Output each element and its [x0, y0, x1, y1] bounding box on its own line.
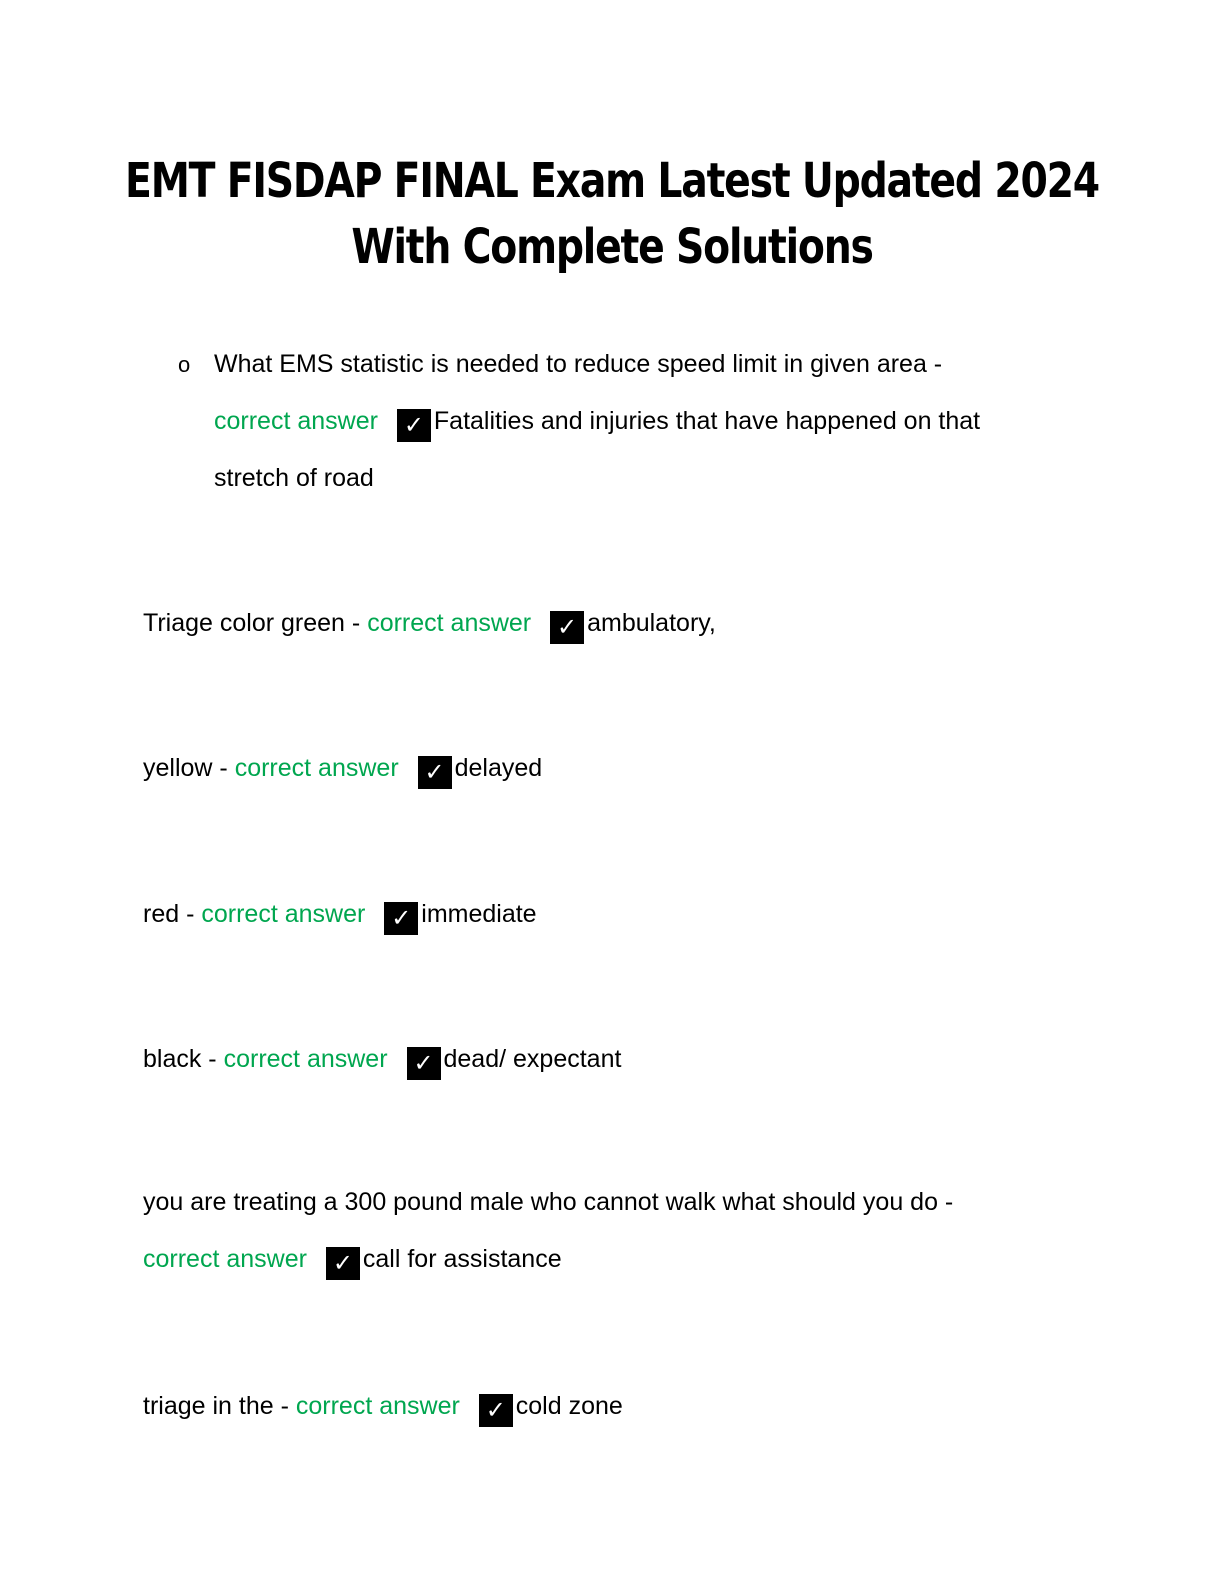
answer-text: immediate	[421, 900, 537, 928]
answer-label: correct answer	[214, 407, 378, 435]
checkmark-icon: ✓	[478, 1394, 513, 1427]
qa-item-7: triage in the - correct answer ✓cold zon…	[143, 1378, 623, 1435]
checkmark-icon: ✓	[550, 611, 585, 644]
qa-item-5: black - correct answer ✓dead/ expectant	[143, 1031, 621, 1088]
answer-label: correct answer	[143, 1245, 307, 1273]
qa-item-3: yellow - correct answer ✓delayed	[143, 740, 542, 797]
question-text: black -	[143, 1045, 217, 1073]
answer-text: delayed	[454, 754, 543, 782]
qa-item-1: o What EMS statistic is needed to reduce…	[178, 336, 1094, 507]
title-line-1: EMT FISDAP FINAL Exam Latest Updated 202…	[125, 153, 1100, 209]
question-text: red -	[143, 900, 195, 928]
question-text: you are treating a 300 pound male who ca…	[143, 1188, 954, 1216]
answer-text: call for assistance	[362, 1245, 562, 1273]
title-line-2: With Complete Solutions	[351, 219, 874, 275]
checkmark-icon: ✓	[417, 756, 452, 789]
answer-text: dead/ expectant	[443, 1045, 622, 1073]
question-text: yellow -	[143, 754, 228, 782]
page-title: EMT FISDAP FINAL Exam Latest Updated 202…	[110, 148, 1114, 280]
question-text: What EMS statistic is needed to reduce s…	[214, 350, 943, 378]
answer-label: correct answer	[367, 609, 532, 637]
answer-label: correct answer	[234, 754, 399, 782]
answer-label: correct answer	[223, 1045, 388, 1073]
answer-label: correct answer	[201, 900, 366, 928]
answer-text: cold zone	[515, 1392, 623, 1420]
answer-text: Fatalities and injuries that have happen…	[433, 407, 981, 435]
qa-item-4: red - correct answer ✓immediate	[143, 886, 537, 943]
checkmark-icon: ✓	[325, 1247, 360, 1280]
checkmark-icon: ✓	[406, 1047, 441, 1080]
answer-text-continued: stretch of road	[214, 464, 374, 492]
bullet-icon: o	[178, 352, 191, 377]
checkmark-icon: ✓	[396, 409, 431, 442]
question-text: triage in the -	[143, 1392, 289, 1420]
qa-item-2: Triage color green - correct answer ✓amb…	[143, 595, 716, 652]
checkmark-icon: ✓	[384, 902, 419, 935]
answer-text: ambulatory,	[587, 609, 716, 637]
question-text: Triage color green -	[143, 609, 361, 637]
answer-label: correct answer	[295, 1392, 460, 1420]
qa-item-6: you are treating a 300 pound male who ca…	[143, 1174, 953, 1288]
